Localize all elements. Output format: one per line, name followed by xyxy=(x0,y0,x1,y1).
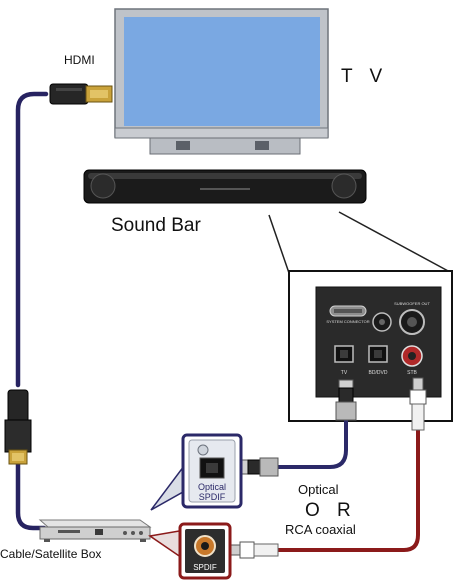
hdmi-label: HDMI xyxy=(64,53,95,67)
sound-bar xyxy=(83,169,367,204)
optical-label: Optical xyxy=(298,482,339,497)
optical-callout-line2: SPDIF xyxy=(199,492,226,502)
rca-plug-box xyxy=(227,541,279,559)
tv xyxy=(114,8,329,155)
optical-spdif-callout: Optical SPDIF xyxy=(150,433,243,511)
back-panel: SYSTEM CONNECTOR SUBWOOFER OUT TV BD/DVD… xyxy=(288,270,453,422)
rca-callout-label: SPDIF xyxy=(193,563,217,572)
rca-cable xyxy=(276,428,420,552)
hdmi-cable xyxy=(15,91,49,531)
rca-coaxial-label: RCA coaxial xyxy=(285,522,356,537)
cable-satellite-box xyxy=(38,519,152,542)
tv-label: T V xyxy=(341,66,389,87)
optical-plug-box xyxy=(237,457,279,477)
cable-satellite-box-label: Cable/Satellite Box xyxy=(0,547,102,561)
rca-spdif-callout: SPDIF xyxy=(148,522,232,580)
hdmi-plug-top xyxy=(49,83,113,105)
or-label: O R xyxy=(305,500,357,521)
optical-cable xyxy=(275,418,348,469)
rca-plug-panel xyxy=(409,377,427,431)
optical-plug-panel xyxy=(335,379,357,421)
panel-label-bd-dvd: BD/DVD xyxy=(369,370,388,376)
subwoofer-out-label: SUBWOOFER OUT xyxy=(394,301,430,306)
optical-callout-line1: Optical xyxy=(198,482,226,492)
hdmi-plug-bottom xyxy=(4,389,32,465)
sound-bar-label: Sound Bar xyxy=(111,215,201,236)
tv-screen xyxy=(124,17,320,126)
zoom-lines xyxy=(268,211,451,274)
system-connector-label: SYSTEM CONNECTOR xyxy=(326,319,369,324)
panel-label-stb: STB xyxy=(407,370,417,376)
panel-label-tv: TV xyxy=(341,370,348,376)
